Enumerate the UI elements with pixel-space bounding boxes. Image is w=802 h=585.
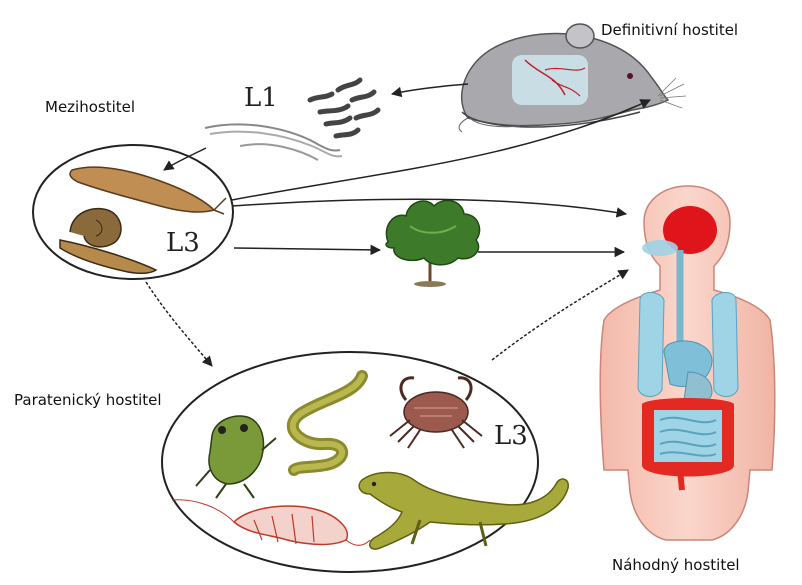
arrow-l1-to-intermediate — [164, 148, 206, 170]
paratenic-host-label: Paratenický hostitel — [14, 391, 162, 409]
shrimp-icon — [172, 500, 370, 546]
slug-icon — [70, 167, 226, 214]
l3-paratenic-label: L3 — [494, 421, 528, 451]
lizard-icon — [359, 473, 568, 550]
definitive-host-label: Definitivní hostitel — [601, 21, 738, 39]
rat-icon — [459, 24, 686, 132]
arrow-intermediate-to-plant — [234, 248, 380, 250]
intermediate-host-label: Mezihostitel — [45, 98, 135, 116]
worm-icon — [293, 376, 362, 470]
arrow-rat-to-l1 — [392, 84, 468, 94]
plant-icon — [386, 200, 480, 287]
accidental-host-label: Náhodný hostitel — [612, 556, 740, 574]
crab-icon — [390, 378, 482, 448]
snail-icon — [60, 209, 156, 274]
larvae-l1-icon — [205, 80, 378, 160]
arrow-intermediate-to-paratenic — [146, 282, 212, 366]
human-body-icon — [600, 186, 775, 540]
l1-stage-label: L1 — [244, 83, 278, 113]
l3-intermediate-label: L3 — [166, 228, 200, 258]
frog-icon — [196, 416, 276, 498]
